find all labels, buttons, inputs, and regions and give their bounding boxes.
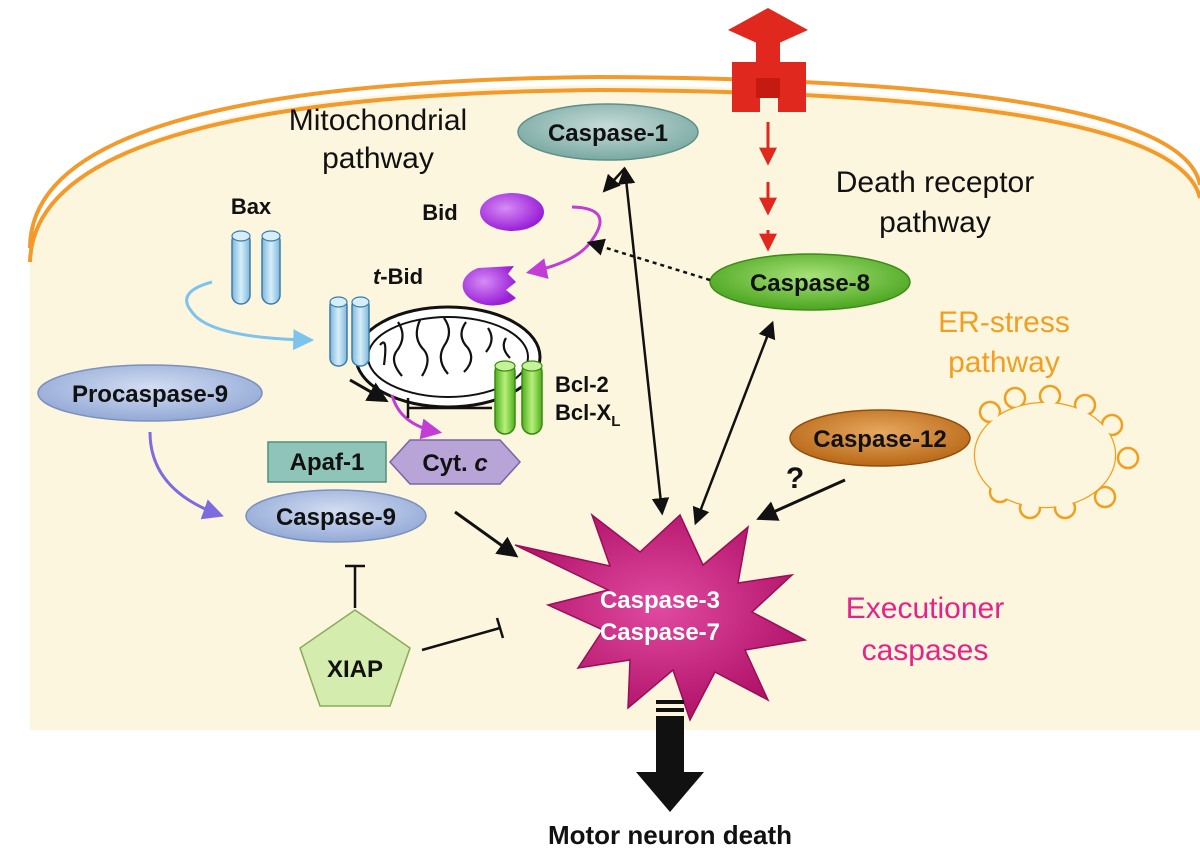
mito-to-cytc-arrow: [390, 394, 443, 440]
bcl2-icon: [494, 360, 543, 435]
procaspase9-to-caspase9-arrow: [148, 431, 224, 520]
cell-membrane-outer: [28, 74, 1200, 249]
executioner-caspases-label: Executioner: [846, 592, 1004, 625]
caspase1-to-executioner-arrow: [617, 166, 670, 516]
death-receptor-pathway-label-2: pathway: [879, 206, 991, 239]
caspase-1-label: Caspase-1: [548, 120, 668, 147]
question-mark: ?: [786, 462, 804, 495]
executioner-caspases-label-2: caspases: [862, 634, 989, 667]
bid-icon: [480, 193, 544, 231]
procaspase-9-label: Procaspase-9: [72, 381, 228, 408]
er-stress-pathway-label: ER-stress: [938, 306, 1070, 339]
motor-neuron-death-label: Motor neuron death: [548, 820, 792, 850]
bax-label: Bax: [231, 194, 272, 219]
mitochondrial-pathway-label-2: pathway: [322, 142, 434, 175]
bcl2-label: Bcl-2: [555, 372, 609, 397]
mitochondrial-pathway-label: Mitochondrial: [289, 104, 467, 137]
bax-to-mito-arrow: [185, 280, 315, 351]
caspase8-to-bid-arrow: [586, 238, 711, 282]
er-membrane-icon: [973, 384, 1140, 520]
caspase-12-node: [789, 409, 971, 467]
executioner-caspases-node: [514, 512, 808, 722]
apaf-1-node: [267, 441, 387, 483]
caspase8-executioner-arrow: [692, 320, 776, 526]
bax-membrane-icon: [329, 296, 370, 367]
xiap-node: [299, 609, 411, 707]
bid-label: Bid: [422, 200, 457, 225]
caspase-8-node: [709, 253, 911, 311]
cytochrome-c-label: Cyt. c: [422, 450, 487, 477]
caspase9-to-executioner-arrow: [454, 510, 519, 558]
tbid-icon: [462, 266, 516, 306]
caspase-8-label: Caspase-8: [750, 270, 870, 297]
caspase-9-node: [245, 489, 427, 543]
death-receptor-pathway-label: Death receptor: [836, 166, 1034, 199]
caspase-12-label: Caspase-12: [813, 426, 946, 453]
xiap-inhibit-executioner-line: [421, 626, 501, 652]
er-stress-pathway-label-2: pathway: [948, 346, 1060, 379]
apaf-1-label: Apaf-1: [290, 449, 365, 476]
bax-icon: [231, 230, 281, 305]
death-arrow-icon: [636, 700, 704, 812]
cell-cytoplasm: [30, 85, 1200, 730]
caspase-3-label: Caspase-3: [600, 587, 720, 614]
death-receptor-icon: [728, 8, 808, 112]
caspase-7-label: Caspase-7: [600, 619, 720, 646]
mito-release-arrow: [349, 378, 389, 403]
xiap-inhibit-executioner-bar: [495, 617, 505, 639]
cytochrome-c-node: [388, 439, 522, 485]
procaspase-9-node: [37, 364, 263, 422]
tbid-label: t-Bid: [373, 264, 423, 289]
cell-membrane-inner: [28, 87, 1200, 263]
caspase-1-node: [517, 103, 699, 161]
bclxl-label: Bcl-XL: [555, 400, 620, 430]
xiap-label: XIAP: [327, 656, 383, 683]
caspase-9-label: Caspase-9: [276, 504, 396, 531]
